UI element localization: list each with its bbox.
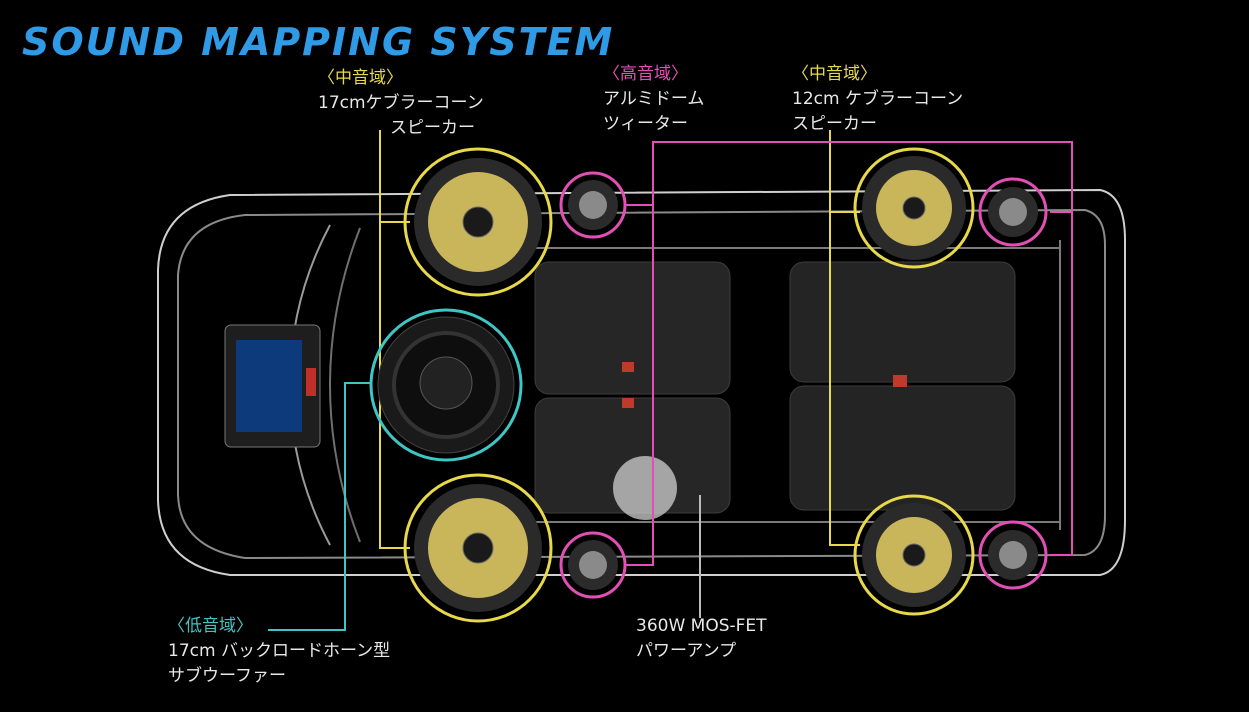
label-tweeter-category: 〈高音域〉 xyxy=(603,64,688,84)
label-amplifier-line-2: パワーアンプ xyxy=(636,641,737,661)
tweeter-front-bottom xyxy=(559,531,627,599)
label-rear-mid-line-1: 12cm ケブラーコーン xyxy=(792,89,964,109)
seats xyxy=(534,261,1016,514)
label-rear-mid-category: 〈中音域〉 xyxy=(792,64,877,84)
label-subwoofer-line-2: サブウーファー xyxy=(168,666,286,686)
label-rear-mid-line-2: スピーカー xyxy=(792,114,877,134)
amplifier-icon xyxy=(613,456,677,520)
front-mid-speaker-bottom xyxy=(403,473,553,623)
rear-mid-speaker-bottom xyxy=(853,494,975,616)
label-front-mid-line-2: スピーカー xyxy=(390,118,475,138)
tweeter-rear-top xyxy=(978,177,1048,247)
label-subwoofer-line-1: 17cm バックロードホーン型 xyxy=(168,641,391,661)
rear-mid-speaker-top xyxy=(853,147,975,269)
navigation-unit xyxy=(224,324,321,448)
front-seat-left xyxy=(534,261,731,395)
label-amplifier: 360W MOS-FET パワーアンプ xyxy=(636,614,767,664)
label-tweeter-line-1: アルミドーム xyxy=(603,89,705,109)
tweeter-front-top xyxy=(559,171,627,239)
label-front-mid: 〈中音域〉 17cmケブラーコーン スピーカー xyxy=(318,66,484,141)
label-tweeter: 〈高音域〉 アルミドーム ツィーター xyxy=(603,62,704,137)
front-mid-speaker-top xyxy=(403,147,553,297)
rear-seat-right xyxy=(789,385,1016,511)
tweeter-rear-bottom xyxy=(978,520,1048,590)
label-subwoofer: 〈低音域〉 17cm バックロードホーン型 サブウーファー xyxy=(168,614,390,689)
label-front-mid-line-1: 17cmケブラーコーン xyxy=(318,93,484,113)
label-subwoofer-category: 〈低音域〉 xyxy=(168,616,253,636)
label-rear-mid: 〈中音域〉 12cm ケブラーコーン スピーカー xyxy=(792,62,963,137)
label-front-mid-category: 〈中音域〉 xyxy=(318,68,403,88)
subwoofer-speaker xyxy=(369,308,523,462)
rear-seat-left xyxy=(789,261,1016,383)
leader-lines xyxy=(268,130,1073,631)
label-amplifier-line-1: 360W MOS-FET xyxy=(636,616,767,636)
page-title: SOUND MAPPING SYSTEM xyxy=(22,20,615,64)
label-tweeter-line-2: ツィーター xyxy=(603,114,688,134)
